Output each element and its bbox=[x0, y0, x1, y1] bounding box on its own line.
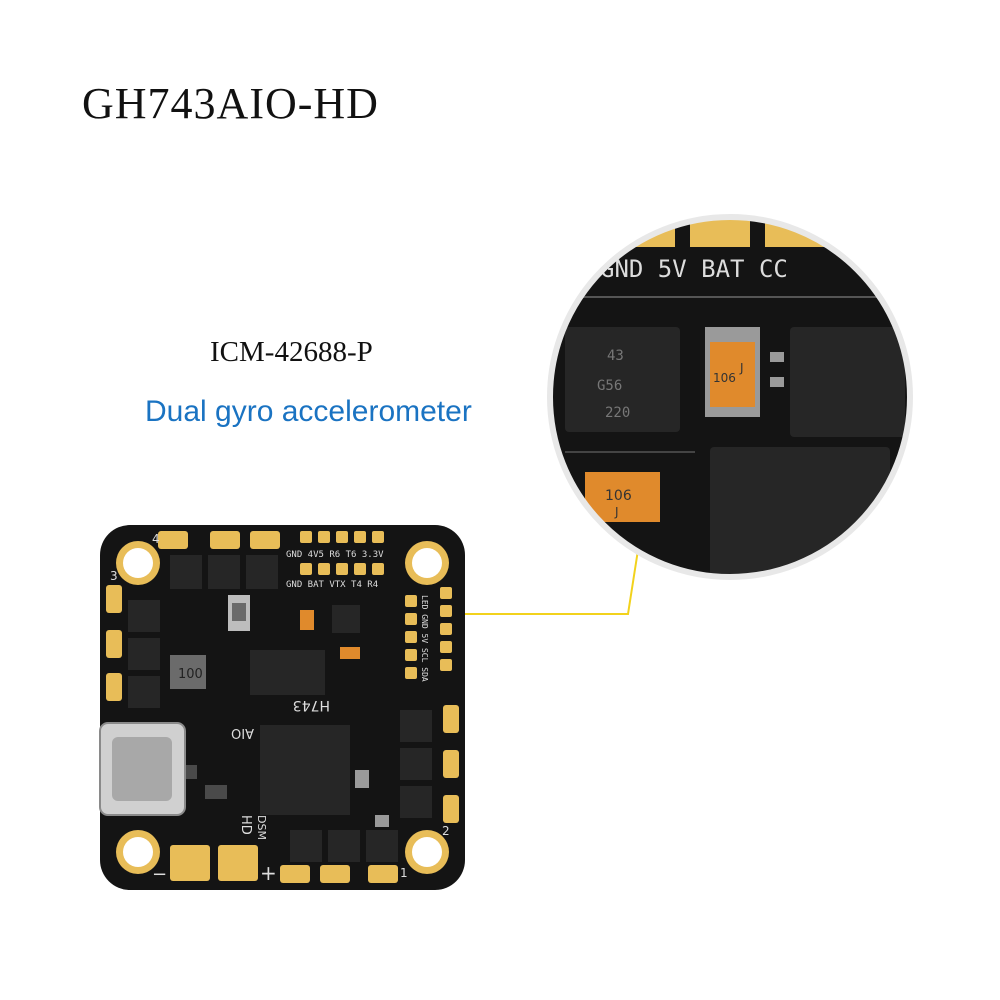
pad-labels-top: GND 4V5 R6 T6 3.3V bbox=[286, 550, 384, 560]
motor-label-3: 3 bbox=[110, 569, 118, 583]
pad-labels-mid: GND BAT VTX T4 R4 bbox=[286, 580, 378, 590]
edge-pad bbox=[320, 865, 350, 883]
mosfet bbox=[290, 830, 322, 862]
signal-pad bbox=[372, 563, 384, 575]
minus-marking: − bbox=[152, 864, 167, 885]
mounting-hole-inner bbox=[123, 548, 153, 578]
zoom-second-chip bbox=[790, 327, 905, 437]
inductor bbox=[170, 655, 206, 689]
mosfet bbox=[366, 830, 398, 862]
mosfet bbox=[128, 638, 160, 670]
zoom-pad bbox=[840, 217, 900, 247]
zoom-cap-marking-1b: J bbox=[739, 361, 744, 375]
mosfet bbox=[328, 830, 360, 862]
model-marking: H743 bbox=[293, 697, 330, 713]
pad-labels-side: LED GND 5V SCL SDA bbox=[420, 595, 429, 682]
zoom-capacitor bbox=[585, 472, 660, 522]
edge-pad bbox=[368, 865, 398, 883]
signal-pad bbox=[405, 613, 417, 625]
signal-pad bbox=[405, 649, 417, 661]
zoom-border bbox=[547, 214, 913, 580]
signal-pad bbox=[405, 667, 417, 679]
mosfet bbox=[400, 710, 432, 742]
signal-pad bbox=[336, 531, 348, 543]
motor-label-2: 2 bbox=[442, 824, 450, 838]
capacitor bbox=[340, 647, 360, 659]
signal-pad bbox=[300, 531, 312, 543]
signal-pad bbox=[405, 631, 417, 643]
edge-pad bbox=[210, 531, 240, 549]
zoom-smd bbox=[770, 352, 784, 362]
zoom-capacitor bbox=[710, 342, 755, 407]
power-pad bbox=[170, 845, 210, 881]
plus-marking: + bbox=[260, 861, 277, 885]
zoom-cap-marking-1: 106 bbox=[713, 371, 736, 385]
edge-pad bbox=[158, 531, 188, 549]
motor-label-1: 1 bbox=[400, 866, 408, 880]
signal-pad bbox=[336, 563, 348, 575]
signal-pad bbox=[405, 595, 417, 607]
signal-pad bbox=[354, 563, 366, 575]
edge-pad bbox=[443, 705, 459, 733]
flight-controller-board: GND 4V5 R6 T6 3.3V GND BAT VTX T4 R4 LED… bbox=[99, 525, 465, 890]
gyro-chip bbox=[332, 605, 360, 633]
motor-label-4: 4 bbox=[152, 532, 160, 546]
edge-pad bbox=[106, 673, 122, 701]
signal-pad bbox=[440, 623, 452, 635]
signal-pad bbox=[440, 659, 452, 671]
mounting-hole-inner bbox=[412, 837, 442, 867]
tactile-button bbox=[232, 603, 246, 621]
signal-pad bbox=[440, 587, 452, 599]
page-title: GH743AIO-HD bbox=[82, 79, 379, 128]
hd-marking: HD bbox=[238, 815, 253, 835]
zoom-chip-marking-1: 43 bbox=[607, 348, 624, 364]
edge-pad bbox=[443, 750, 459, 778]
signal-pad bbox=[440, 605, 452, 617]
zoom-chip-marking-2: G56 bbox=[597, 378, 622, 394]
edge-pad bbox=[443, 795, 459, 823]
crystal bbox=[355, 770, 369, 788]
pcb-body bbox=[100, 525, 465, 890]
zoom-inset: GND 5V BAT CC 43 G56 220 106 J 106 J bbox=[547, 214, 913, 580]
inductor-marking: 100 bbox=[178, 667, 203, 682]
zoom-gyro-chip bbox=[565, 327, 680, 432]
mosfet bbox=[400, 786, 432, 818]
zoom-cap-marking-2: 106 bbox=[605, 488, 632, 504]
mosfet bbox=[128, 600, 160, 632]
usb-c-port-inner bbox=[112, 737, 172, 801]
zoom-pad-labels: GND 5V BAT CC bbox=[600, 255, 788, 283]
edge-pad bbox=[106, 630, 122, 658]
chip-model-label: ICM-42688-P bbox=[210, 336, 373, 368]
mosfet bbox=[208, 555, 240, 589]
mounting-hole-inner bbox=[123, 837, 153, 867]
mcu-chip bbox=[260, 725, 350, 815]
dsm-marking: DSM bbox=[255, 815, 268, 840]
zoom-smd bbox=[770, 377, 784, 387]
edge-pad bbox=[106, 585, 122, 613]
zoom-cap-marking-2b: J bbox=[614, 505, 619, 519]
regulator-chip bbox=[250, 650, 325, 695]
signal-pad bbox=[372, 531, 384, 543]
signal-pad bbox=[300, 563, 312, 575]
capacitor bbox=[300, 610, 314, 630]
signal-pad bbox=[318, 531, 330, 543]
variant-marking: AIO bbox=[231, 725, 254, 740]
power-pad bbox=[218, 845, 258, 881]
smd-component bbox=[375, 815, 389, 827]
mosfet bbox=[128, 676, 160, 708]
signal-pad bbox=[354, 531, 366, 543]
feature-caption: Dual gyro accelerometer bbox=[145, 395, 472, 428]
mosfet bbox=[400, 748, 432, 780]
edge-pad bbox=[280, 865, 310, 883]
edge-pad bbox=[250, 531, 280, 549]
signal-pad bbox=[440, 641, 452, 653]
smd-component bbox=[205, 785, 227, 799]
mosfet bbox=[246, 555, 278, 589]
mosfet bbox=[170, 555, 202, 589]
zoom-chip-marking-3: 220 bbox=[605, 405, 630, 421]
mounting-hole-inner bbox=[412, 548, 442, 578]
signal-pad bbox=[318, 563, 330, 575]
